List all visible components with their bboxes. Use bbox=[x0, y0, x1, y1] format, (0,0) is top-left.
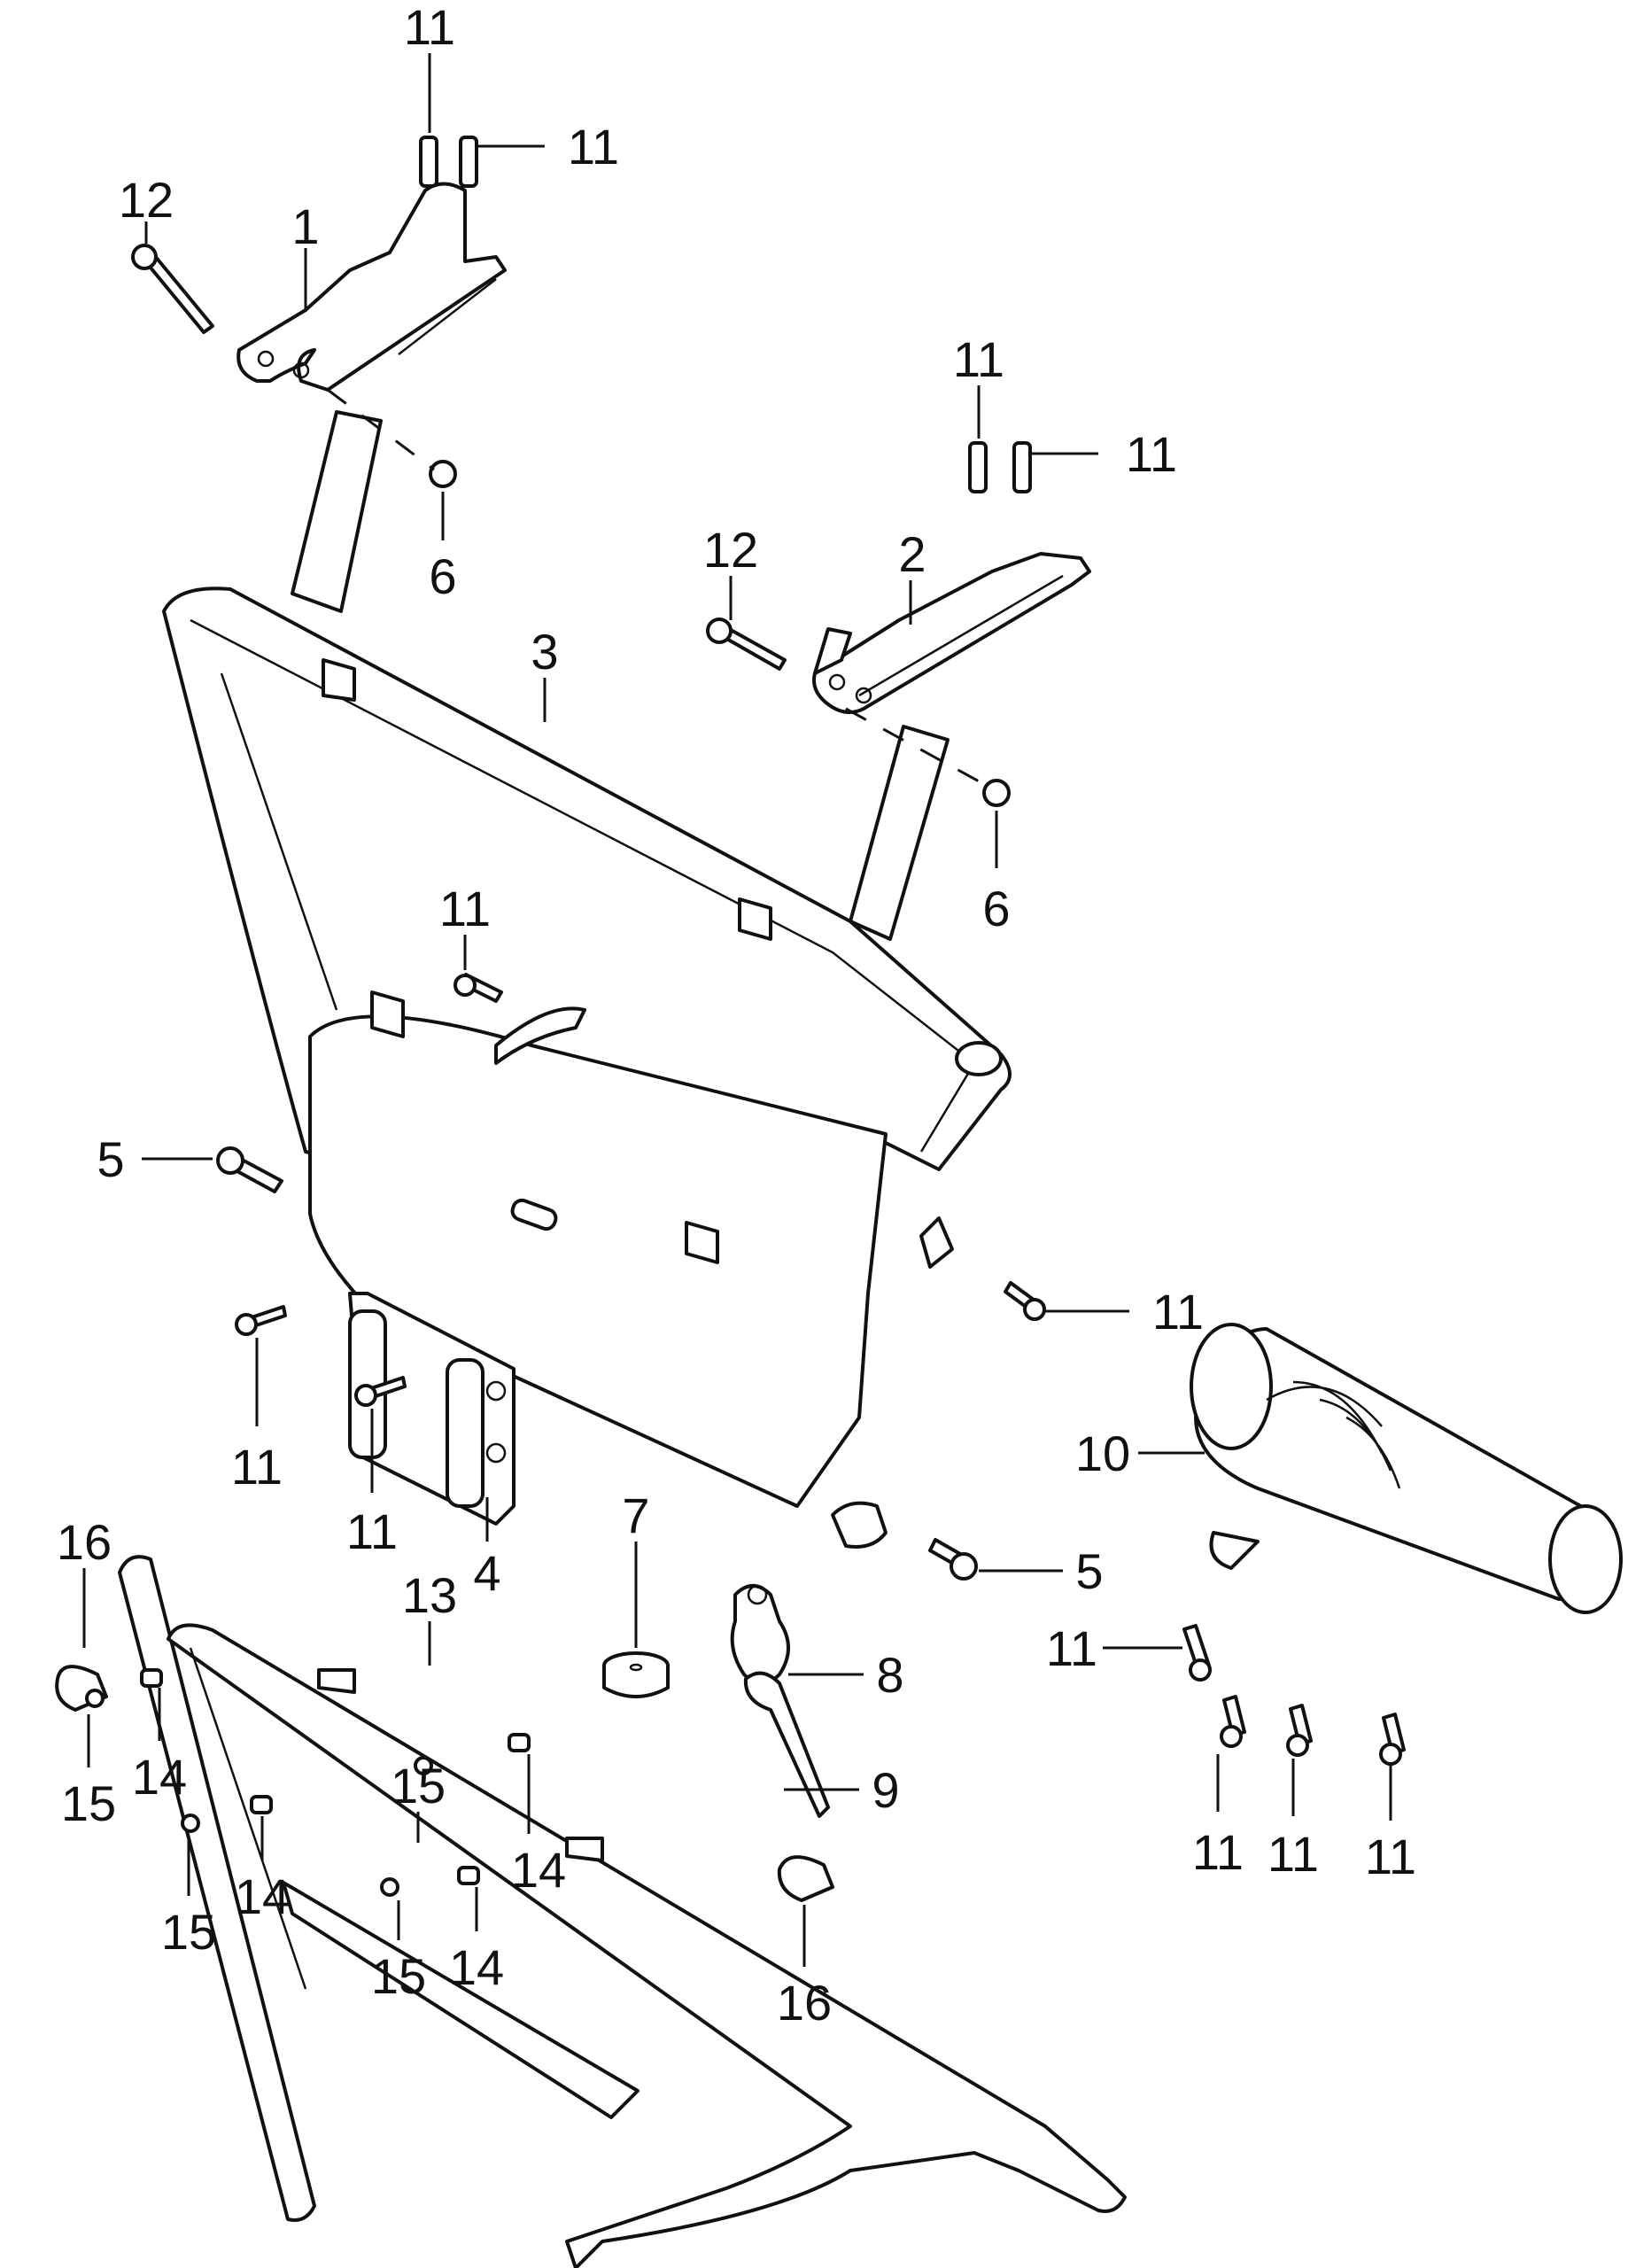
callout-11: 11 bbox=[953, 331, 1004, 387]
flange-bolt[interactable] bbox=[1182, 1624, 1212, 1682]
callout-14: 14 bbox=[449, 1939, 504, 1995]
callout-8: 8 bbox=[876, 1647, 903, 1703]
callout-5: 5 bbox=[1075, 1543, 1103, 1599]
bracket-bolt[interactable] bbox=[706, 617, 787, 671]
callout-14: 14 bbox=[132, 1749, 187, 1805]
callout-11: 11 bbox=[1365, 1829, 1416, 1884]
flange-bolt[interactable] bbox=[1379, 1713, 1406, 1766]
flange-bolt[interactable] bbox=[1220, 1695, 1246, 1748]
screw[interactable] bbox=[85, 1689, 105, 1708]
callout-11: 11 bbox=[568, 119, 619, 175]
callout-14: 14 bbox=[511, 1842, 566, 1898]
flange-bolt[interactable] bbox=[1004, 1281, 1046, 1321]
flange-bolt[interactable] bbox=[459, 136, 478, 188]
callout-13: 13 bbox=[402, 1567, 457, 1623]
callout-labels: 11 11 12 1 6 11 11 12 2 3 6 11 5 11 11 1… bbox=[57, 0, 1416, 2031]
callout-10: 10 bbox=[1075, 1425, 1130, 1481]
callout-1: 1 bbox=[291, 198, 319, 254]
callout-11: 11 bbox=[439, 881, 491, 936]
rubber-stopper[interactable] bbox=[602, 1651, 670, 1698]
mounting-bracket-left[interactable] bbox=[236, 182, 507, 392]
callout-15: 15 bbox=[61, 1775, 116, 1831]
callout-14: 14 bbox=[235, 1868, 290, 1924]
flange-bolt[interactable] bbox=[454, 973, 503, 1003]
flange-nut[interactable] bbox=[982, 779, 1011, 807]
callout-11: 11 bbox=[1192, 1824, 1244, 1880]
screw[interactable] bbox=[414, 1756, 433, 1775]
callout-6: 6 bbox=[982, 881, 1010, 936]
flange-bolt[interactable] bbox=[1012, 441, 1032, 493]
callout-11: 11 bbox=[346, 1503, 398, 1559]
bracket-bolt[interactable] bbox=[131, 244, 214, 334]
callout-11: 11 bbox=[404, 0, 455, 55]
flange-bolt[interactable] bbox=[235, 1305, 287, 1336]
screw[interactable] bbox=[380, 1877, 399, 1897]
callout-11: 11 bbox=[231, 1439, 283, 1495]
callout-12: 12 bbox=[703, 522, 758, 578]
flange-bolt[interactable] bbox=[354, 1376, 407, 1407]
callout-6: 6 bbox=[429, 548, 456, 604]
brush-guard[interactable] bbox=[118, 1555, 1127, 2268]
spacer[interactable] bbox=[508, 1733, 531, 1752]
leader-lines bbox=[82, 53, 1392, 1967]
callout-2: 2 bbox=[898, 526, 926, 582]
callout-12: 12 bbox=[119, 172, 174, 228]
clamp-cover-right[interactable] bbox=[777, 1855, 834, 1902]
winch-hook[interactable] bbox=[730, 1584, 790, 1685]
callout-16: 16 bbox=[57, 1514, 112, 1570]
hook-strap[interactable] bbox=[743, 1671, 830, 1818]
front-bumper-frame[interactable] bbox=[162, 410, 1012, 1549]
frame-bolt[interactable] bbox=[928, 1538, 978, 1581]
callout-15: 15 bbox=[371, 1948, 426, 2004]
frame-bolt[interactable] bbox=[216, 1146, 283, 1193]
spacer[interactable] bbox=[140, 1668, 163, 1688]
spacer[interactable] bbox=[250, 1795, 273, 1814]
callout-15: 15 bbox=[161, 1904, 216, 1960]
callout-16: 16 bbox=[777, 1975, 832, 2031]
flange-nut[interactable] bbox=[429, 460, 457, 488]
callout-11: 11 bbox=[1046, 1620, 1097, 1676]
flange-bolt[interactable] bbox=[968, 441, 988, 493]
screw[interactable] bbox=[181, 1814, 200, 1833]
callout-3: 3 bbox=[531, 624, 558, 680]
callout-11: 11 bbox=[1126, 426, 1177, 482]
callout-5: 5 bbox=[97, 1131, 124, 1187]
mounting-bracket-right[interactable] bbox=[812, 552, 1091, 714]
callout-11: 11 bbox=[1268, 1826, 1319, 1882]
callout-4: 4 bbox=[473, 1545, 500, 1601]
callout-9: 9 bbox=[872, 1762, 899, 1818]
callout-7: 7 bbox=[622, 1487, 649, 1543]
callout-11: 11 bbox=[1152, 1284, 1204, 1340]
callout-15: 15 bbox=[391, 1758, 446, 1814]
flange-bolt[interactable] bbox=[1286, 1704, 1313, 1757]
flange-bolt[interactable] bbox=[419, 136, 438, 188]
winch[interactable] bbox=[1190, 1323, 1623, 1614]
spacer[interactable] bbox=[457, 1866, 480, 1885]
